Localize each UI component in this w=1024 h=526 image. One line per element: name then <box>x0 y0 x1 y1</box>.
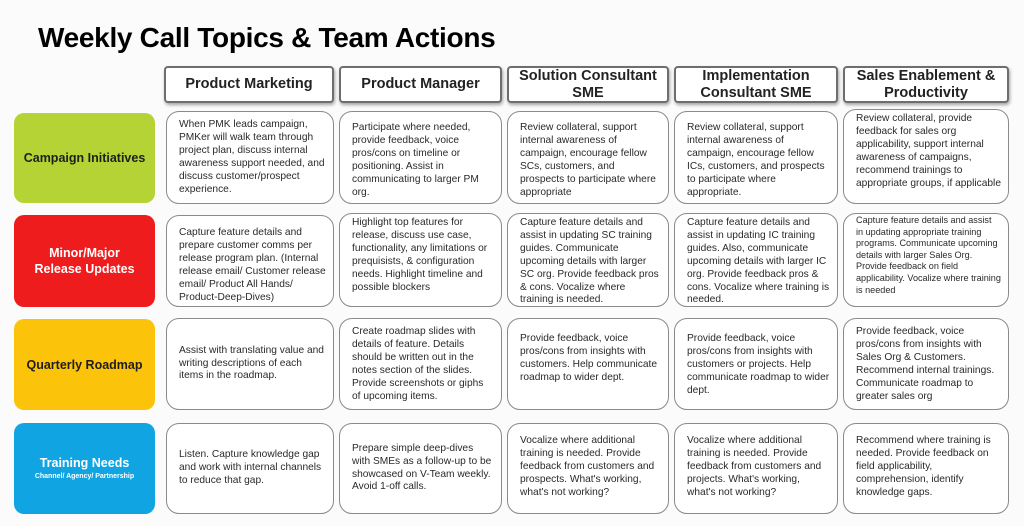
row-label-text: Quarterly Roadmap <box>26 357 143 372</box>
cell-text: Provide feedback, voice pros/cons from i… <box>856 326 995 402</box>
column-header-product-manager: Product Manager <box>339 66 502 103</box>
cell-training-solution-consultant: Vocalize where additional training is ne… <box>507 423 669 514</box>
cell-training-product-marketing: Listen. Capture knowledge gap and work w… <box>166 423 334 514</box>
row-label-text: Training Needs <box>39 456 130 470</box>
cell-release-implementation-consultant: Capture feature details and assist in up… <box>674 213 838 307</box>
cell-text: Create roadmap slides with details of fe… <box>352 326 484 402</box>
page-title: Weekly Call Topics & Team Actions <box>38 22 496 53</box>
cell-roadmap-sales-enablement: Provide feedback, voice pros/cons from i… <box>843 318 1009 410</box>
cell-training-sales-enablement: Recommend where training is needed. Prov… <box>843 423 1009 514</box>
cell-campaign-implementation-consultant: Review collateral, support internal awar… <box>674 111 838 204</box>
cell-text: Review collateral, provide feedback for … <box>856 113 1001 189</box>
row-label-training-needs: Training Needs Channel/ Agency/ Partners… <box>14 423 155 514</box>
cell-text: Capture feature details and assist in up… <box>687 217 830 306</box>
cell-text: Review collateral, support internal awar… <box>520 122 656 198</box>
cell-text: Capture feature details and prepare cust… <box>179 227 326 303</box>
cell-text: Capture feature details and assist in up… <box>520 217 659 306</box>
cell-release-sales-enablement: Capture feature details and assist in up… <box>843 213 1009 307</box>
cell-text: Vocalize where additional training is ne… <box>687 435 822 498</box>
cell-roadmap-solution-consultant: Provide feedback, voice pros/cons from i… <box>507 318 669 410</box>
cell-training-product-manager: Prepare simple deep-dives with SMEs as a… <box>339 423 502 514</box>
cell-text: Vocalize where additional training is ne… <box>520 435 655 498</box>
column-header-solution-consultant: Solution Consultant SME <box>507 66 669 103</box>
cell-text: Assist with translating value and writin… <box>179 344 324 382</box>
cell-roadmap-product-manager: Create roadmap slides with details of fe… <box>339 318 502 410</box>
row-label-quarterly-roadmap: Quarterly Roadmap <box>14 319 155 410</box>
cell-campaign-solution-consultant: Review collateral, support internal awar… <box>507 111 669 204</box>
cell-text: When PMK leads campaign, PMKer will walk… <box>179 119 325 195</box>
row-label-text: Minor/Major Release Updates <box>34 246 135 276</box>
cell-text: Highlight top features for release, disc… <box>352 217 488 293</box>
row-label-text: Campaign Initiatives <box>23 151 146 165</box>
row-label-release-updates: Minor/Major Release Updates <box>14 215 155 307</box>
cell-text: Participate where needed, provide feedba… <box>352 122 479 198</box>
cell-text: Provide feedback, voice pros/cons from i… <box>520 333 658 383</box>
column-header-implementation-consultant: Implementation Consultant SME <box>674 66 838 103</box>
cell-text: Listen. Capture knowledge gap and work w… <box>179 449 322 486</box>
cell-text: Recommend where training is needed. Prov… <box>856 435 991 498</box>
cell-text: Review collateral, support internal awar… <box>687 122 825 198</box>
cell-campaign-product-manager: Participate where needed, provide feedba… <box>339 111 502 204</box>
cell-text: Prepare simple deep-dives with SMEs as a… <box>352 442 492 493</box>
cell-campaign-sales-enablement: Review collateral, provide feedback for … <box>843 109 1009 204</box>
column-header-product-marketing: Product Marketing <box>164 66 334 103</box>
row-sublabel-text: Channel/ Agency/ Partnership <box>34 473 135 480</box>
column-header-sales-enablement: Sales Enablement & Productivity <box>843 66 1009 103</box>
cell-release-product-marketing: Capture feature details and prepare cust… <box>166 215 334 307</box>
cell-release-solution-consultant: Capture feature details and assist in up… <box>507 213 669 307</box>
cell-training-implementation-consultant: Vocalize where additional training is ne… <box>674 423 838 514</box>
cell-roadmap-implementation-consultant: Provide feedback, voice pros/cons from i… <box>674 318 838 410</box>
cell-text: Provide feedback, voice pros/cons from i… <box>687 333 830 396</box>
row-label-campaign-initiatives: Campaign Initiatives <box>14 113 155 203</box>
cell-release-product-manager: Highlight top features for release, disc… <box>339 213 502 307</box>
cell-campaign-product-marketing: When PMK leads campaign, PMKer will walk… <box>166 111 334 204</box>
cell-roadmap-product-marketing: Assist with translating value and writin… <box>166 318 334 410</box>
cell-text: Capture feature details and assist in up… <box>856 215 1001 295</box>
